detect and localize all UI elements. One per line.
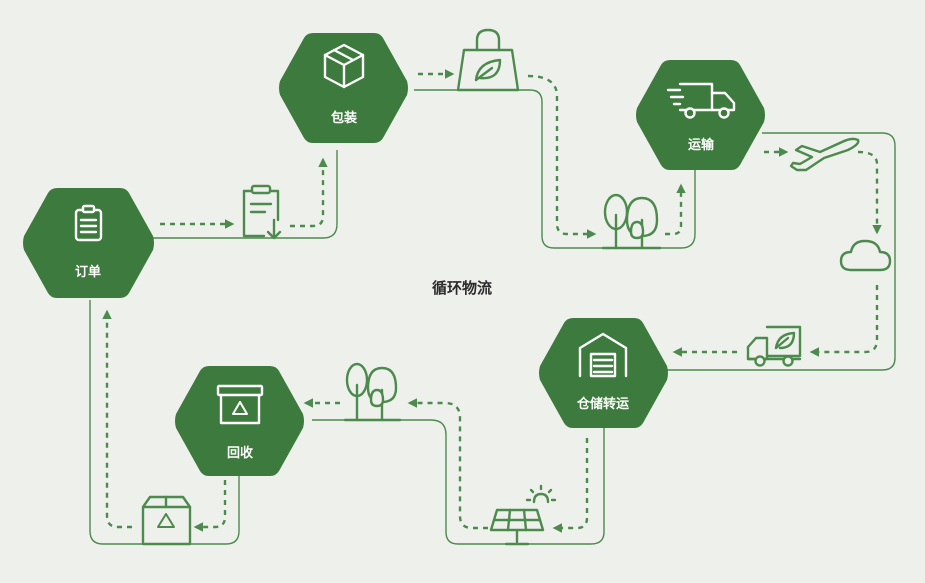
eco-truck-icon — [746, 325, 802, 367]
dashed-arrows — [102, 69, 882, 533]
cloud-icon — [839, 239, 892, 272]
connector-package-trees — [414, 89, 696, 249]
diagram-title: 循环物流 — [432, 279, 492, 297]
node-label: 回收 — [227, 445, 254, 461]
airplane-icon — [789, 137, 860, 172]
delivery-truck-icon — [666, 82, 736, 119]
node-transport: 运输 — [636, 60, 765, 170]
node-label: 仓储转运 — [576, 396, 629, 412]
arrow-clipboard-to-package — [290, 157, 328, 228]
warehouse-icon — [578, 332, 628, 378]
recycle-box-icon — [141, 495, 192, 546]
node-package: 包装 — [279, 33, 408, 143]
hexagon — [636, 60, 765, 170]
arrow-warehouse-to-solar — [552, 438, 589, 533]
arrow-plane-to-cloud — [857, 150, 882, 235]
trees-icon — [601, 193, 662, 250]
arrow-recycle-to-box — [193, 470, 227, 532]
eco-bag-icon — [456, 28, 520, 92]
arrow-bag-to-trees — [527, 74, 597, 239]
clipboard-icon — [74, 204, 103, 242]
trees-icon — [343, 362, 402, 422]
hexagon — [23, 188, 154, 298]
connector-order-package — [150, 150, 338, 239]
connector-warehouse-solar — [312, 419, 605, 545]
arrow-box-to-order — [102, 309, 132, 529]
clipboard-check-icon — [242, 184, 282, 240]
node-warehouse: 仓储转运 — [539, 318, 668, 428]
node-label: 运输 — [688, 137, 715, 153]
box-icon — [323, 43, 365, 89]
arrow-cloud-to-ecotruck — [809, 285, 879, 357]
node-label: 包装 — [331, 110, 357, 126]
connector-transport-cloud — [667, 132, 896, 371]
solar-panel-icon — [489, 484, 557, 546]
node-recycle: 回收 — [175, 366, 304, 476]
node-order: 订单 — [23, 188, 154, 298]
arrow-solar-to-trees — [407, 398, 488, 530]
node-label: 订单 — [75, 264, 101, 280]
arrow-trees-to-transport — [665, 183, 686, 236]
recycle-bin-icon — [216, 384, 264, 425]
hexagon — [175, 366, 304, 476]
